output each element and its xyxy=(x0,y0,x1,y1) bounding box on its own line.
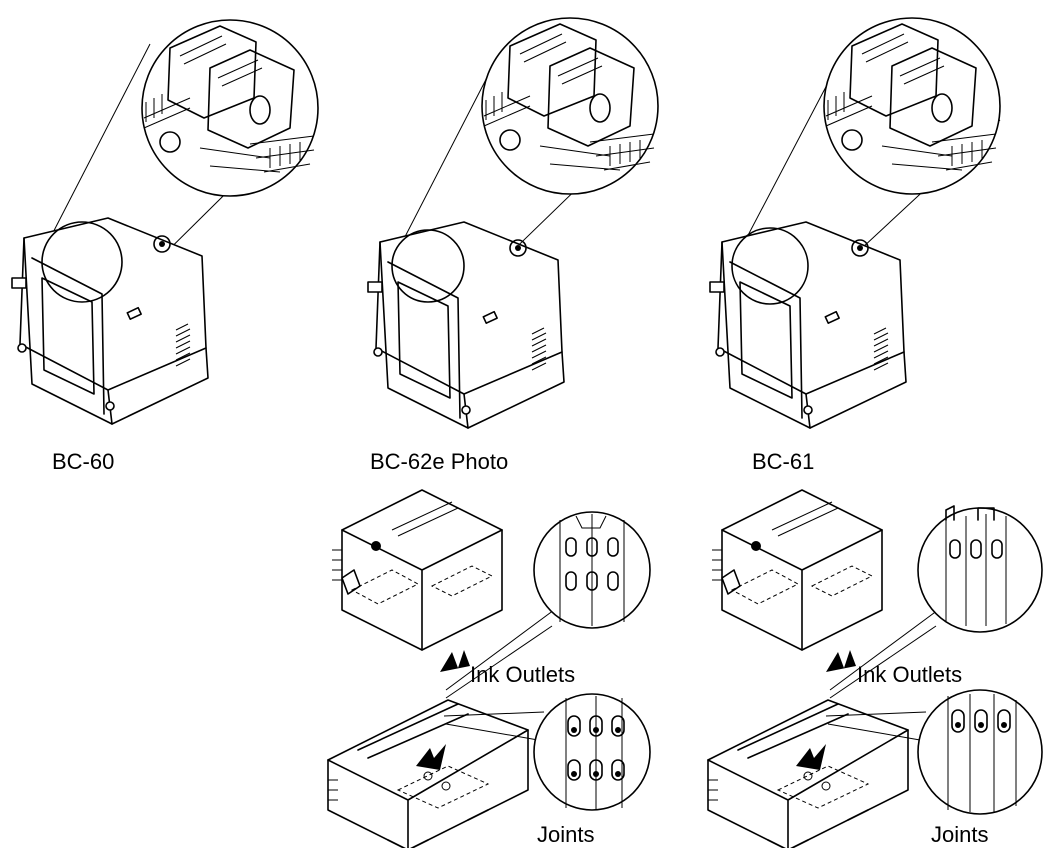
ink-outlets-label: Ink Outlets xyxy=(470,662,576,687)
bc62-label: BC-62e Photo xyxy=(370,449,509,474)
photo-tank-assembly xyxy=(327,489,555,848)
ink-outlets-label: Ink Outlets xyxy=(857,662,963,687)
bc60-label: BC-60 xyxy=(52,449,115,474)
bc60-cartridge xyxy=(11,19,319,425)
bc61-cartridge xyxy=(709,17,1001,429)
color-tank-assembly xyxy=(707,489,939,848)
ink-outlets-zoom-1 xyxy=(533,511,651,629)
ink-outlets-zoom-2 xyxy=(917,505,1043,633)
bc62-cartridge xyxy=(367,17,659,429)
joints-label: Joints xyxy=(537,822,595,847)
bc61-label: BC-61 xyxy=(752,449,815,474)
joints-label: Joints xyxy=(931,822,989,847)
joints-zoom-2 xyxy=(917,689,1043,815)
joints-zoom-1 xyxy=(533,693,651,811)
